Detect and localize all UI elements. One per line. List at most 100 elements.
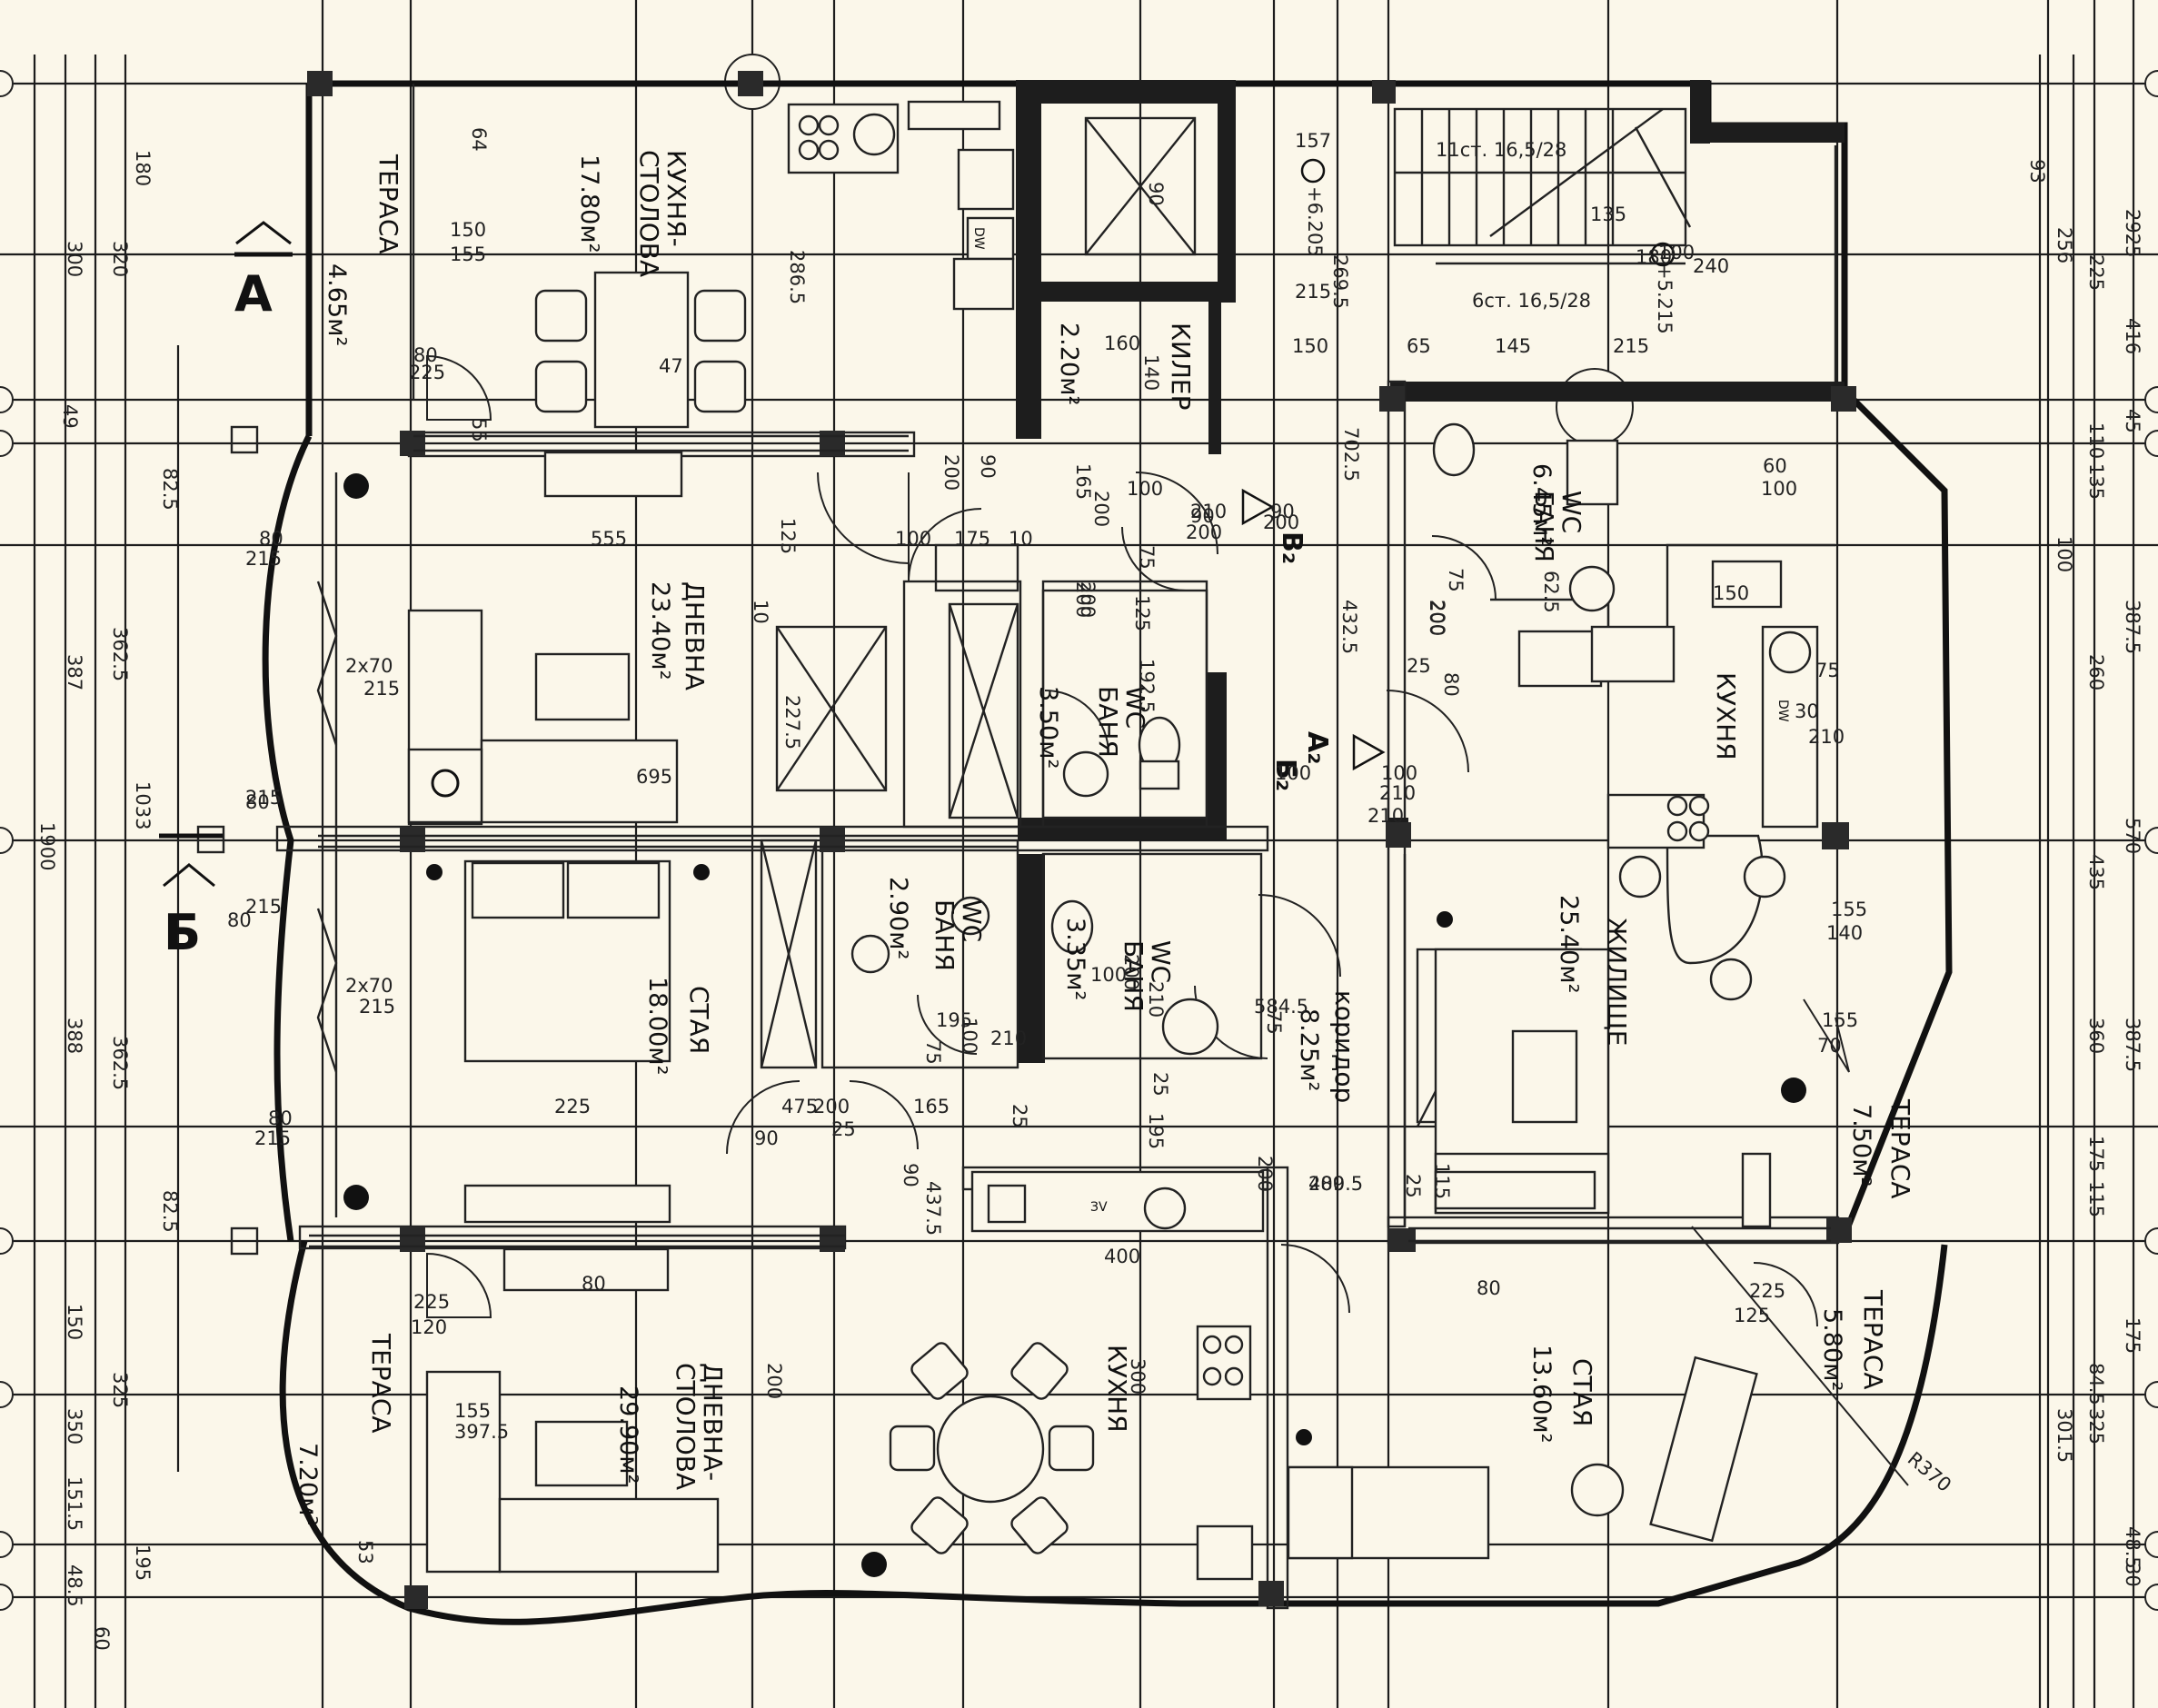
columns bbox=[196, 71, 1856, 1609]
dimension-label: 192.5 bbox=[1136, 659, 1158, 713]
level-mark: +5.215 bbox=[1654, 263, 1676, 334]
dimension-label: 90 bbox=[1145, 182, 1167, 206]
dimension-label: 2925 bbox=[2122, 209, 2143, 257]
fixture-labels: DW DW ЗV bbox=[971, 227, 1790, 1215]
dimension-label: 30 bbox=[2122, 1563, 2143, 1587]
level-mark: +6.205 bbox=[1304, 186, 1326, 257]
dimension-label: 210 bbox=[1145, 981, 1167, 1018]
dimension-label: 80 bbox=[245, 791, 270, 813]
dimension-label: 570 bbox=[2122, 818, 2143, 854]
room-area: 4.65м² bbox=[323, 263, 351, 346]
dimension-label: 100 bbox=[1275, 762, 1311, 784]
dimension-label: 155 bbox=[454, 1400, 491, 1422]
dimension-label: 25 bbox=[1407, 655, 1431, 677]
appliance-label: ЗV bbox=[1090, 1200, 1108, 1215]
dimension-label: 225 bbox=[1749, 1280, 1785, 1302]
room-name: ТЕРАСА bbox=[366, 1333, 396, 1434]
round-table bbox=[936, 1395, 1045, 1504]
dimension-label: 140 bbox=[1826, 922, 1863, 944]
dimension-label: 200 bbox=[763, 1363, 785, 1399]
dimension-label: 135 bbox=[1590, 204, 1626, 225]
dimension-label: 90 bbox=[1270, 501, 1295, 522]
dimension-label: 125 bbox=[1131, 595, 1153, 631]
dimension-label: 200 bbox=[1090, 491, 1112, 527]
dimension-label: 145 bbox=[1495, 335, 1531, 357]
room-area: 5.80м² bbox=[1818, 1308, 1846, 1391]
staircase bbox=[1393, 107, 1692, 265]
elevator bbox=[1084, 116, 1197, 256]
room-area: 8.25м² bbox=[1295, 1008, 1323, 1091]
dimension-label: 25 bbox=[831, 1118, 856, 1140]
round-dining bbox=[1666, 834, 1764, 965]
dimension-label: 70 bbox=[1817, 1035, 1842, 1057]
interior-walls bbox=[275, 80, 1845, 1610]
dimension-label: 55 bbox=[468, 418, 490, 442]
dimension-label: 286.5 bbox=[786, 250, 808, 304]
entry-mark-a2: А₂ bbox=[1301, 731, 1333, 764]
room-area: 13.60м² bbox=[1527, 1345, 1556, 1444]
section-mark-a: А bbox=[234, 265, 273, 323]
room-area: 18.00м² bbox=[643, 977, 671, 1076]
dimension-label: 25 bbox=[1009, 1104, 1030, 1128]
room-name: WC bbox=[1146, 940, 1176, 983]
dimension-label: 555 bbox=[591, 528, 627, 550]
room-name: КИЛЕР bbox=[1166, 323, 1196, 410]
dimension-label: 165 bbox=[1072, 463, 1094, 500]
dimension-label: 215 bbox=[363, 678, 400, 700]
room-name: БАНЯ bbox=[930, 899, 960, 971]
room-area: 7.20м² bbox=[293, 1443, 322, 1525]
room-name: ТЕРАСА bbox=[373, 154, 403, 254]
dimension-label: 175 bbox=[954, 528, 990, 550]
dining-table bbox=[593, 271, 690, 429]
dimension-label: 362.5 bbox=[109, 1036, 131, 1090]
dimension-label: 90 bbox=[977, 454, 999, 479]
dimension-label: 80 bbox=[1440, 672, 1462, 697]
dimension-label: 325 bbox=[2085, 1408, 2107, 1445]
dimension-label: 160 bbox=[1104, 333, 1140, 354]
room-name: WC bbox=[957, 899, 987, 942]
dimension-label: 135 bbox=[2085, 463, 2107, 500]
dimension-label: 280 bbox=[1308, 1173, 1345, 1195]
sink bbox=[957, 148, 1015, 211]
dimension-label: 62.5 bbox=[1540, 571, 1562, 613]
dimension-label: 80 bbox=[413, 344, 438, 366]
dimension-label: 200 bbox=[1263, 511, 1299, 533]
dimension-label: 300 bbox=[64, 241, 85, 277]
dimension-label: 60 bbox=[91, 1626, 113, 1651]
dimension-label: 48.5 bbox=[64, 1564, 85, 1607]
dimension-label: 397.5 bbox=[454, 1421, 509, 1443]
dimension-label: 64 bbox=[468, 127, 490, 152]
section-mark-b: Б bbox=[164, 904, 201, 961]
dimension-label: 110 bbox=[2085, 422, 2107, 459]
dimension-label: 75 bbox=[1445, 568, 1467, 592]
room-name: WC bbox=[1556, 491, 1586, 533]
section-marks: А Б bbox=[159, 221, 293, 961]
room-area: 3.35м² bbox=[1061, 918, 1089, 1000]
room-area: 2.90м² bbox=[884, 877, 912, 959]
dimension-label: 100 bbox=[895, 528, 931, 550]
dimension-label: 432.5 bbox=[1338, 600, 1360, 654]
dimension-label: 200 bbox=[1077, 581, 1099, 618]
dimension-label: 387 bbox=[64, 654, 85, 690]
dimension-label: 80 bbox=[582, 1273, 606, 1295]
dimension-label: 30 bbox=[1795, 700, 1819, 722]
dimension-label: 215 bbox=[245, 548, 282, 570]
dimension-label: 100 bbox=[1090, 964, 1127, 986]
dimension-label: 695 bbox=[636, 766, 672, 788]
room-name: ТЕРАСА bbox=[1858, 1289, 1888, 1390]
dimension-label: 475 bbox=[781, 1096, 818, 1117]
room-name: БАНЯ bbox=[1529, 491, 1559, 562]
room-name: СТОЛОВА bbox=[671, 1363, 701, 1490]
dishwasher-label: DW bbox=[971, 227, 986, 250]
dimension-label: 200 bbox=[1254, 1156, 1276, 1192]
heating-units bbox=[343, 473, 1806, 1577]
dimension-label: 45 bbox=[2122, 409, 2143, 433]
dimension-label: 215 bbox=[245, 787, 282, 809]
dimension-label: 150 bbox=[64, 1304, 85, 1340]
room-name: ДНЕВНА bbox=[680, 581, 710, 690]
doors bbox=[426, 354, 1850, 1327]
dimension-label: 215 bbox=[359, 996, 395, 1018]
dimension-label: 115 bbox=[2085, 1181, 2107, 1217]
dimension-label: 300 bbox=[1127, 1358, 1149, 1395]
